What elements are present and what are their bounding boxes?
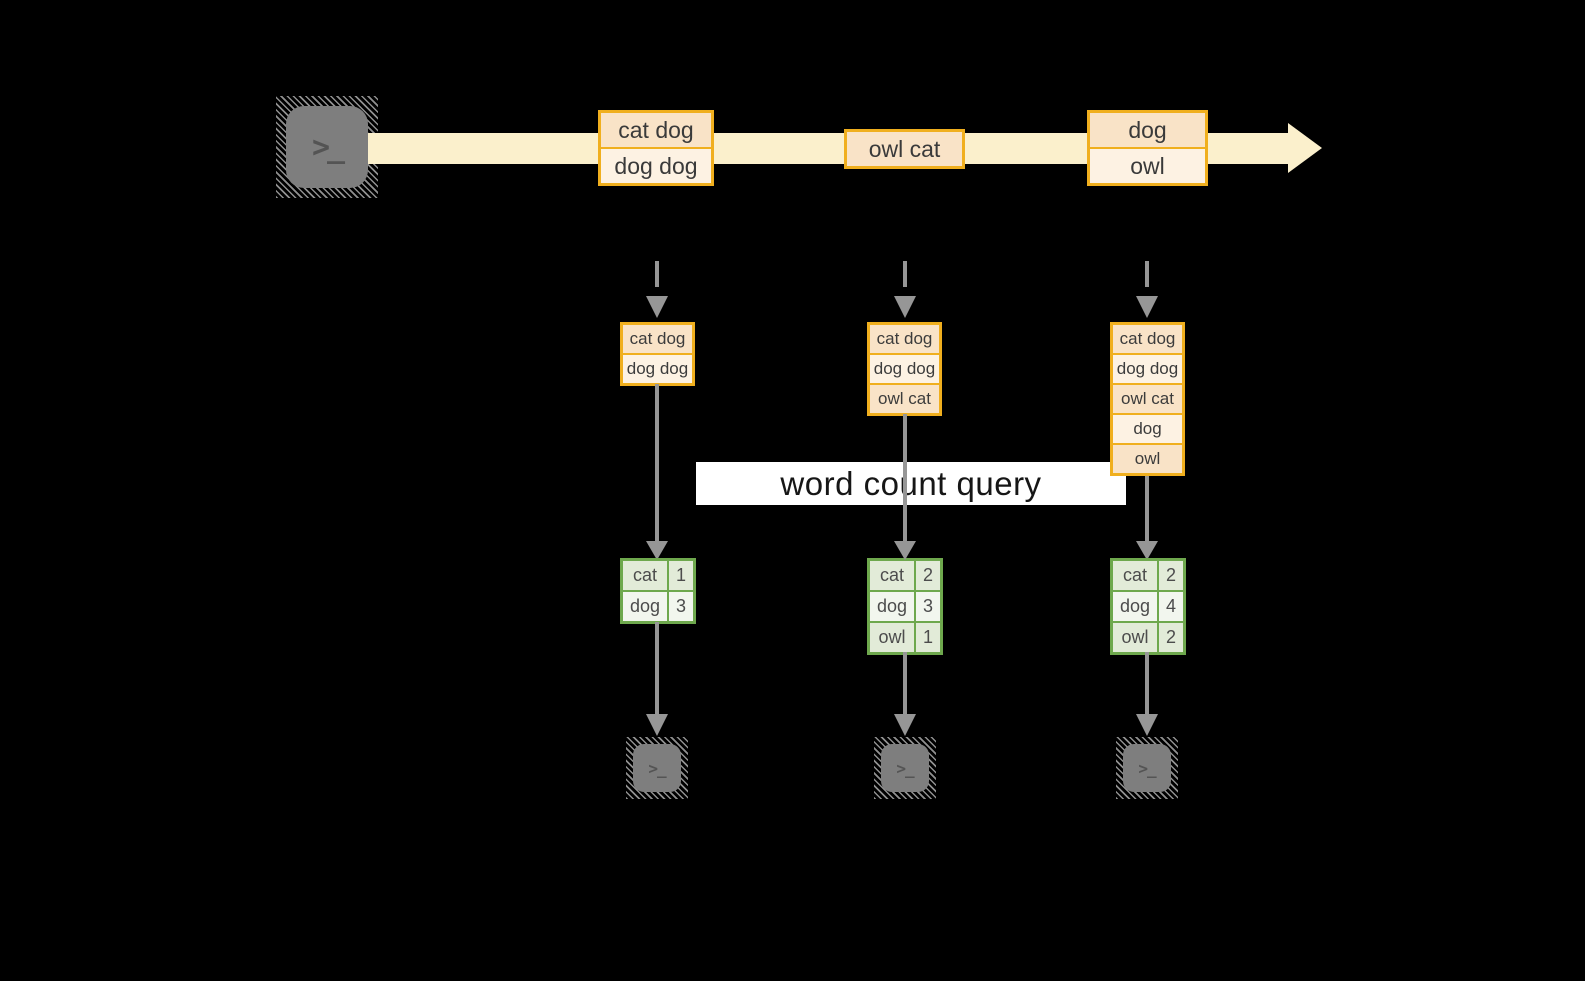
- count-cell: 2: [916, 561, 940, 590]
- stack-item: owl cat: [1113, 383, 1182, 413]
- buffer-stack: cat dog dog dog: [620, 322, 695, 386]
- stack-item: cat dog: [1113, 325, 1182, 353]
- buffer-stack: cat dog dog dog owl cat dog owl: [1110, 322, 1185, 476]
- terminal-prompt-glyph: >_: [1138, 758, 1156, 778]
- query-arrow-line: [903, 414, 907, 541]
- word-cell: cat: [870, 561, 914, 590]
- ingest-arrow-head-icon: [646, 296, 668, 318]
- terminal-prompt-icon: >_: [286, 106, 368, 188]
- counts-table: cat 1 dog 3: [620, 558, 696, 624]
- query-arrow-head-icon: [1136, 541, 1158, 560]
- word-cell: cat: [623, 561, 667, 590]
- stack-item: dog dog: [1113, 353, 1182, 383]
- stream-box: owl cat: [844, 129, 965, 169]
- word-cell: dog: [870, 592, 914, 621]
- ingest-arrow-dash: [1145, 261, 1149, 287]
- terminal-prompt-glyph: >_: [311, 129, 345, 165]
- stream-box: cat dog dog dog: [598, 110, 714, 186]
- stack-item: dog dog: [623, 353, 692, 383]
- output-arrow-head-icon: [894, 714, 916, 736]
- word-cell: owl: [870, 623, 914, 652]
- stream-arrow-head: [1288, 123, 1322, 173]
- result-terminal-icon: >_: [1116, 737, 1178, 799]
- stream-box: dog owl: [1087, 110, 1208, 186]
- ingest-arrow-dash: [903, 261, 907, 287]
- stream-item: owl: [1090, 147, 1205, 183]
- output-arrow-line: [655, 622, 659, 714]
- count-cell: 3: [669, 592, 693, 621]
- query-arrow-line: [655, 384, 659, 541]
- terminal-prompt-glyph: >_: [896, 758, 914, 778]
- ingest-arrow-dash: [655, 261, 659, 287]
- stack-item: cat dog: [623, 325, 692, 353]
- stack-item: owl cat: [870, 383, 939, 413]
- count-cell: 4: [1159, 592, 1183, 621]
- query-arrow-head-icon: [894, 541, 916, 560]
- stream-item: owl cat: [847, 132, 962, 166]
- query-banner-label: word count query: [780, 464, 1042, 502]
- terminal-prompt-icon: >_: [881, 744, 929, 792]
- output-arrow-head-icon: [646, 714, 668, 736]
- word-cell: dog: [1113, 592, 1157, 621]
- ingest-arrow-head-icon: [1136, 296, 1158, 318]
- count-cell: 2: [1159, 561, 1183, 590]
- stack-item: dog dog: [870, 353, 939, 383]
- buffer-stack: cat dog dog dog owl cat: [867, 322, 942, 416]
- stream-item: cat dog: [601, 113, 711, 147]
- stack-item: dog: [1113, 413, 1182, 443]
- terminal-prompt-glyph: >_: [648, 758, 666, 778]
- source-terminal-icon: >_: [276, 96, 378, 198]
- output-arrow-line: [903, 652, 907, 714]
- count-cell: 3: [916, 592, 940, 621]
- result-terminal-icon: >_: [874, 737, 936, 799]
- output-arrow-line: [1145, 652, 1149, 714]
- terminal-prompt-icon: >_: [1123, 744, 1171, 792]
- stream-item: dog: [1090, 113, 1205, 147]
- count-cell: 1: [916, 623, 940, 652]
- count-cell: 2: [1159, 623, 1183, 652]
- terminal-prompt-icon: >_: [633, 744, 681, 792]
- counts-table: cat 2 dog 3 owl 1: [867, 558, 943, 655]
- output-arrow-head-icon: [1136, 714, 1158, 736]
- query-banner: word count query: [696, 462, 1126, 505]
- counts-table: cat 2 dog 4 owl 2: [1110, 558, 1186, 655]
- word-cell: cat: [1113, 561, 1157, 590]
- stack-item: owl: [1113, 443, 1182, 473]
- count-cell: 1: [669, 561, 693, 590]
- word-cell: owl: [1113, 623, 1157, 652]
- result-terminal-icon: >_: [626, 737, 688, 799]
- ingest-arrow-head-icon: [894, 296, 916, 318]
- stack-item: cat dog: [870, 325, 939, 353]
- query-arrow-line: [1145, 474, 1149, 541]
- stream-item: dog dog: [601, 147, 711, 183]
- word-cell: dog: [623, 592, 667, 621]
- query-arrow-head-icon: [646, 541, 668, 560]
